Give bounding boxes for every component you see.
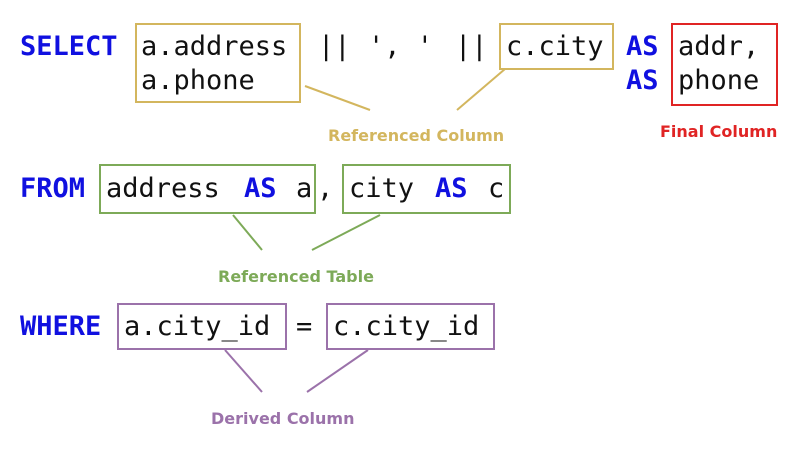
from-comma: , bbox=[317, 173, 334, 204]
final-column-label: Final Column bbox=[660, 122, 778, 141]
table-city: city bbox=[349, 173, 415, 204]
referenced-table-box-address bbox=[99, 164, 316, 214]
select-expr-address: a.address bbox=[141, 31, 288, 62]
table-alias-c: c bbox=[488, 173, 505, 204]
table-address: address bbox=[106, 173, 220, 204]
connector-referenced-column-right bbox=[456, 68, 506, 111]
final-column-box bbox=[671, 23, 778, 106]
connector-referenced-table-left bbox=[232, 214, 263, 251]
where-right-operand: c.city_id bbox=[333, 311, 480, 342]
referenced-column-label: Referenced Column bbox=[328, 126, 505, 145]
connector-referenced-column-left bbox=[304, 85, 371, 111]
where-left-operand: a.city_id bbox=[124, 311, 271, 342]
concat-operator-2: || bbox=[455, 31, 488, 62]
from-as-keyword-1: AS bbox=[244, 173, 277, 204]
connector-referenced-table-right bbox=[311, 214, 381, 251]
derived-column-box-right bbox=[326, 303, 495, 350]
select-keyword: SELECT bbox=[20, 31, 118, 62]
derived-column-box-left bbox=[117, 303, 287, 350]
connector-derived-column-right bbox=[306, 349, 369, 393]
derived-column-label: Derived Column bbox=[211, 409, 355, 428]
referenced-column-box-city bbox=[499, 23, 614, 70]
concat-operator-1: || bbox=[318, 31, 351, 62]
select-expr-city: c.city bbox=[506, 31, 604, 62]
separator-literal: ', ' bbox=[368, 31, 434, 62]
alias-phone: phone bbox=[678, 65, 760, 96]
select-expr-phone: a.phone bbox=[141, 65, 255, 96]
alias-addr: addr, bbox=[678, 31, 760, 62]
as-keyword-2: AS bbox=[626, 65, 659, 96]
from-keyword: FROM bbox=[20, 173, 86, 204]
from-as-keyword-2: AS bbox=[435, 173, 468, 204]
where-equals-operator: = bbox=[296, 311, 313, 342]
referenced-table-box-city bbox=[342, 164, 511, 214]
where-keyword: WHERE bbox=[20, 311, 102, 342]
table-alias-a: a bbox=[296, 173, 313, 204]
referenced-column-box-address-phone bbox=[135, 23, 301, 103]
connector-derived-column-left bbox=[224, 349, 263, 393]
as-keyword-1: AS bbox=[626, 31, 659, 62]
referenced-table-label: Referenced Table bbox=[218, 267, 374, 286]
